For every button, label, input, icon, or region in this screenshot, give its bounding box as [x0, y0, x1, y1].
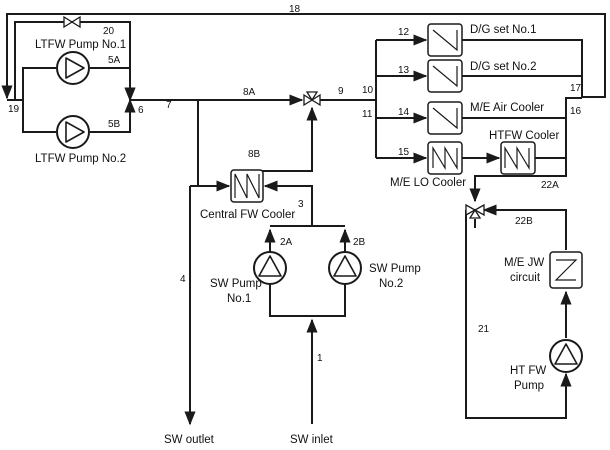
htfw-cooler-icon — [500, 141, 536, 175]
ltfw-pump-2-label: LTFW Pump No.2 — [35, 153, 126, 165]
dg-set-1-icon — [427, 23, 463, 57]
label-10: 10 — [362, 85, 374, 96]
ltfw-pump-1-icon — [56, 51, 90, 85]
pipe-ltfw-suction-top — [22, 67, 56, 100]
me-jw-label-line1: M/E JW — [504, 257, 544, 269]
pipe-air-out — [462, 97, 582, 119]
valve-20-icon — [63, 15, 81, 29]
pipework — [1, 13, 606, 426]
label-17: 17 — [570, 83, 582, 94]
central-fw-cooler-label: Central FW Cooler — [200, 209, 295, 221]
label-6: 6 — [138, 105, 144, 116]
label-5B: 5B — [108, 119, 121, 130]
equipment-labels: LTFW Pump No.1 LTFW Pump No.2 Central FW… — [35, 24, 559, 446]
three-way-valve-9-icon — [303, 91, 321, 107]
label-20: 20 — [103, 26, 115, 37]
pipe-21 — [465, 210, 572, 419]
ht-fw-pump-label-line2: Pump — [514, 380, 544, 392]
dg-set-1-label: D/G set No.1 — [470, 24, 536, 36]
label-13: 13 — [398, 65, 410, 76]
pipe-3 — [263, 180, 313, 226]
label-16: 16 — [570, 106, 582, 117]
label-19: 19 — [8, 104, 20, 115]
label-15: 15 — [398, 147, 410, 158]
label-8B: 8B — [248, 149, 261, 160]
pipe-sw-header-bottom — [269, 284, 346, 317]
label-11: 11 — [362, 109, 373, 120]
pipe-22A — [469, 158, 567, 203]
label-3: 3 — [298, 199, 304, 210]
label-14: 14 — [398, 107, 410, 118]
pipe-18 — [1, 13, 606, 100]
sw-pump-2-icon — [328, 251, 362, 285]
ht-fw-pump-icon — [549, 339, 583, 373]
label-4: 4 — [180, 274, 186, 285]
ltfw-pump-2-icon — [56, 115, 90, 149]
label-18: 18 — [289, 4, 301, 15]
ht-fw-pump-label-line1: HT FW — [510, 365, 546, 377]
me-jw-label-line2: circuit — [510, 272, 541, 284]
pipe-8B-branch — [197, 100, 231, 192]
me-lo-cooler-icon — [427, 141, 463, 175]
sw-pump-2-label-line2: No.2 — [379, 278, 403, 290]
htfw-cooler-label: HTFW Cooler — [489, 130, 559, 142]
dg-set-2-label: D/G set No.2 — [470, 61, 536, 73]
central-fw-cooler-icon — [230, 169, 264, 203]
sw-pump-2-label-line1: SW Pump — [369, 263, 421, 275]
pipe-8B-return — [262, 106, 318, 172]
label-22B: 22B — [515, 216, 533, 227]
pipe-22B — [482, 204, 567, 250]
pipe-dg1-out — [462, 39, 583, 98]
label-9: 9 — [338, 86, 344, 97]
me-air-cooler-icon — [427, 101, 463, 135]
dg-set-2-icon — [427, 59, 463, 93]
sw-outlet-label: SW outlet — [164, 434, 215, 446]
sw-inlet-label: SW inlet — [290, 434, 334, 446]
label-8A: 8A — [243, 87, 256, 98]
me-jw-circuit-icon — [549, 251, 583, 289]
sw-pump-1-label-line1: SW Pump — [210, 278, 262, 290]
sw-pump-1-icon — [253, 251, 287, 285]
sw-pump-1-label-line2: No.1 — [227, 293, 251, 305]
pipe-5A — [90, 67, 136, 102]
line-numbers: 18 20 5A 5B 19 6 7 8A 8B 9 10 11 12 13 1… — [8, 4, 582, 364]
label-2B: 2B — [353, 237, 366, 248]
label-21: 21 — [478, 324, 490, 335]
label-12: 12 — [398, 27, 410, 38]
label-1: 1 — [317, 353, 323, 364]
ltfw-pump-1-label: LTFW Pump No.1 — [35, 39, 126, 51]
label-2A: 2A — [280, 237, 293, 248]
label-5A: 5A — [108, 55, 121, 66]
me-lo-cooler-label: M/E LO Cooler — [390, 177, 466, 189]
label-22A: 22A — [541, 180, 559, 191]
label-7: 7 — [166, 100, 172, 111]
three-way-valve-22-icon — [465, 203, 485, 219]
me-air-cooler-label: M/E Air Cooler — [470, 102, 544, 114]
pipe-5B — [90, 98, 136, 133]
pipe-ltfw-suction-bottom — [22, 100, 56, 133]
